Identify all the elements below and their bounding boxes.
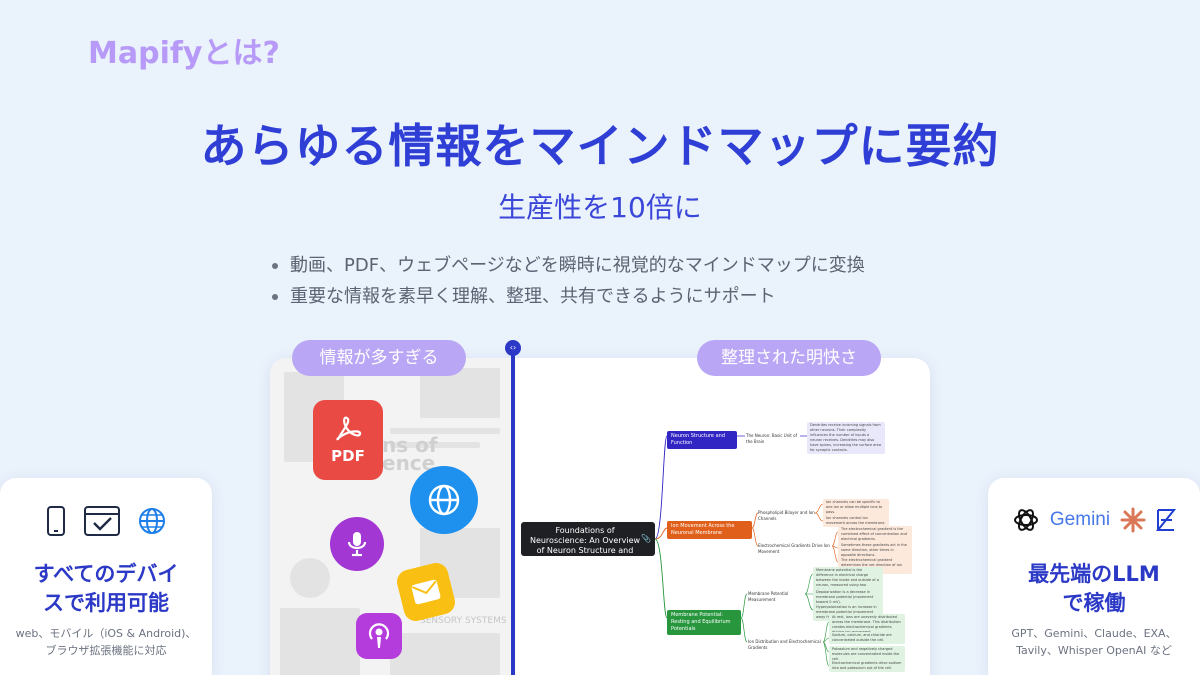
globe-icon <box>139 508 165 534</box>
mindmap-branch-node[interactable]: Neuron Structure and Function <box>667 431 737 449</box>
mindmap-leaf[interactable]: Potassium and negatively charged molecul… <box>829 646 905 663</box>
llm-logo-row: Gemini <box>988 506 1200 534</box>
mindmap-root-node[interactable]: Foundations of Neuroscience: An Overview… <box>521 522 655 565</box>
mindmap-leaf[interactable]: Electrochemical gradients drive sodium i… <box>829 660 905 672</box>
link-icon: 📎 <box>641 534 651 543</box>
doc-scan <box>390 428 500 434</box>
mindmap-subtopic[interactable]: The Neuron: Basic Unit of the Brain <box>746 433 797 444</box>
doc-scan-footer: SENSORY SYSTEMS <box>420 616 507 626</box>
exa-logo-icon <box>1156 509 1177 531</box>
browser-check-icon <box>84 506 120 536</box>
devices-card-desc-line: ブラウザ拡張機能に対応 <box>45 644 167 657</box>
devices-card-title-line: すべてのデバイ <box>33 562 179 586</box>
smartphone-icon <box>47 506 65 536</box>
mindmap-leaf[interactable]: Dendrites receive incoming signals from … <box>807 422 885 454</box>
pdf-label: PDF <box>331 447 365 465</box>
acrobat-glyph-icon <box>336 416 362 441</box>
before-label: 情報が多すぎる <box>292 340 466 376</box>
doc-scan <box>390 633 500 675</box>
devices-card-title: すべてのデバイ スで利用可能 <box>0 560 212 618</box>
openai-logo-icon <box>1013 509 1038 531</box>
mail-icon <box>394 560 458 624</box>
devices-card-title-line: スで利用可能 <box>43 591 169 615</box>
mindmap-leaf[interactable]: Sodium, calcium, and chloride are concen… <box>829 632 905 644</box>
after-label: 整理された明快さ <box>697 340 881 376</box>
llm-card-title-line: 最先端のLLM <box>1028 562 1160 586</box>
mindmap-branch-node[interactable]: Ion Movement Across the Neuronal Membran… <box>667 521 752 539</box>
mindmap-leaf[interactable]: Depolarization is a decrease in membrane… <box>813 589 883 606</box>
mindmap-subtopic[interactable]: Phospholipid Bilayer and Ion Channels <box>758 510 815 521</box>
llm-card-description: GPT、Gemini、Claude、EXA、 Tavily、Whisper Op… <box>988 625 1200 659</box>
llm-card-title: 最先端のLLM で稼働 <box>988 560 1200 618</box>
globe-icon <box>410 466 478 534</box>
compare-slider-line[interactable] <box>511 346 515 675</box>
devices-card-description: web、モバイル（iOS & Android)、 ブラウザ拡張機能に対応 <box>0 625 212 659</box>
doc-scan <box>420 368 500 418</box>
mindmap-leaf[interactable]: The electrochemical gradient is the comb… <box>838 526 912 543</box>
devices-card-desc-line: web、モバイル（iOS & Android)、 <box>15 627 197 640</box>
brand-title: Mapifyとは? <box>88 36 280 71</box>
mindmap-leaf[interactable]: Ion channels control ion movement across… <box>823 515 889 527</box>
mindmap-subtopic[interactable]: Ion Distribution and Electrochemical Gra… <box>748 639 821 650</box>
pdf-icon: PDF <box>313 400 383 480</box>
page-headline: あらゆる情報をマインドマップに要約 <box>200 119 1000 173</box>
doc-scan <box>390 442 480 448</box>
page-subheadline: 生産性を10倍に <box>498 191 702 224</box>
doc-scan <box>290 558 330 598</box>
mindmap-connectors <box>654 435 839 667</box>
mindmap-branch-node[interactable]: Membrane Potential: Resting and Equilibr… <box>667 610 741 635</box>
mindmap-leaf[interactable]: Sometimes these gradients act in the sam… <box>838 542 912 559</box>
claude-logo-icon <box>1120 507 1146 533</box>
feature-bullet-list: 動画、PDF、ウェブページなどを瞬時に視覚的なマインドマップに変換 重要な情報を… <box>268 250 865 312</box>
compare-slider-handle[interactable]: ‹› <box>505 340 521 356</box>
devices-feature-card: すべてのデバイ スで利用可能 web、モバイル（iOS & Android)、 … <box>0 478 212 675</box>
mindmap-leaf[interactable]: Ion channels can be specific to one ion … <box>823 499 889 516</box>
podcast-icon <box>356 613 402 659</box>
bullet-item: 動画、PDF、ウェブページなどを瞬時に視覚的なマインドマップに変換 <box>268 250 865 281</box>
doc-scan-title: ns of ence <box>382 433 438 475</box>
bullet-item: 重要な情報を素早く理解、整理、共有できるようにサポート <box>268 281 865 312</box>
doc-scan <box>280 608 360 675</box>
mindmap-root-label: Foundations of Neuroscience: An Overview… <box>529 526 641 565</box>
gemini-logo-icon: Gemini <box>1049 509 1111 530</box>
llm-card-title-line: で稼働 <box>1062 591 1126 615</box>
mindmap-subtopic[interactable]: Electrochemical Gradients Drive Ion Move… <box>758 543 830 554</box>
device-icon-row <box>0 506 212 536</box>
llm-card-desc-line: Tavily、Whisper OpenAI など <box>1016 644 1172 657</box>
mindmap-subtopic[interactable]: Membrane Potential Measurement <box>748 591 789 602</box>
llm-feature-card: Gemini 最先端のLLM で稼働 GPT、Gemini、Claude、EXA… <box>988 478 1200 675</box>
llm-card-desc-line: GPT、Gemini、Claude、EXA、 <box>1011 627 1177 640</box>
mindmap: Foundations of Neuroscience: An Overview… <box>515 358 930 675</box>
microphone-icon <box>330 517 384 571</box>
